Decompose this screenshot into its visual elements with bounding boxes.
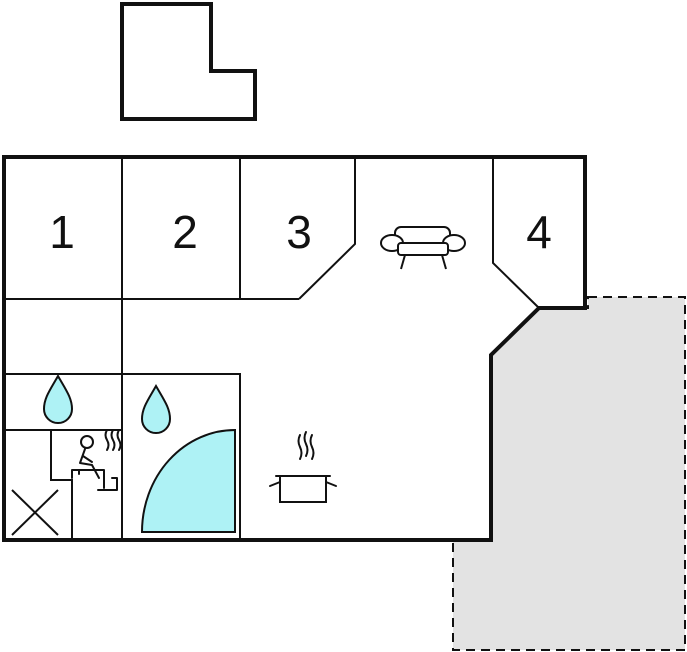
water-drop-icon bbox=[42, 373, 74, 424]
room-3-label: 3 bbox=[286, 206, 312, 258]
toilet-cross-icon bbox=[11, 489, 59, 536]
cooking-pot-icon bbox=[269, 431, 337, 503]
room-2-label: 2 bbox=[172, 206, 198, 258]
room-1-label: 1 bbox=[49, 206, 75, 258]
interior-walls bbox=[4, 157, 540, 540]
room-4-label: 4 bbox=[526, 206, 552, 258]
house-outline bbox=[2, 155, 587, 542]
shower-icon bbox=[140, 428, 236, 533]
sofa-icon bbox=[380, 226, 466, 270]
sauna-icon bbox=[71, 429, 122, 491]
outbuilding bbox=[120, 2, 257, 121]
terrace-area bbox=[452, 296, 686, 651]
water-drop-icon bbox=[140, 383, 172, 434]
